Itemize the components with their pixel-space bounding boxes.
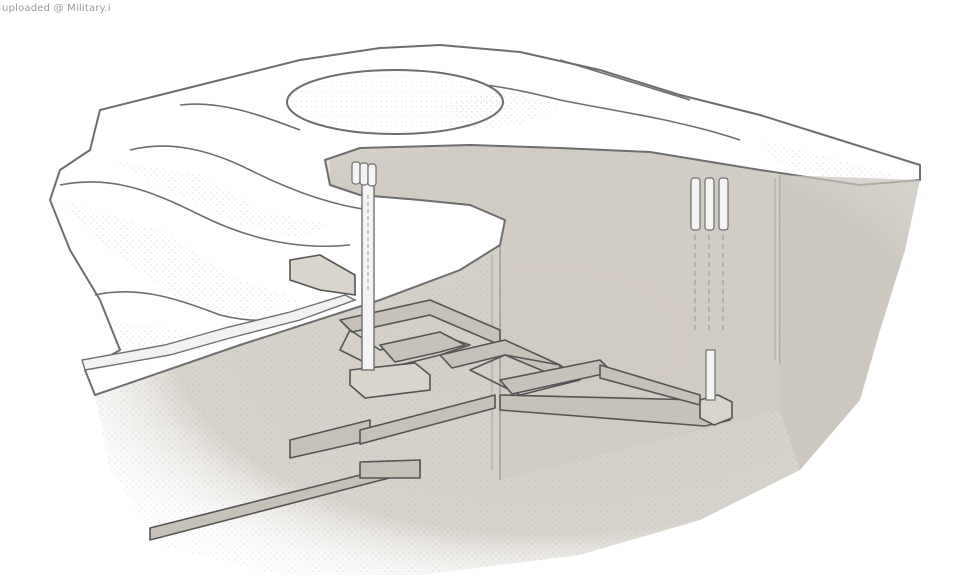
ventilation-pipes-icon bbox=[690, 177, 729, 401]
snow-shading bbox=[60, 90, 900, 360]
ground-shadow-right bbox=[780, 175, 920, 470]
access-road bbox=[81, 294, 357, 371]
air-intake-pipes-icon bbox=[351, 161, 377, 371]
watermark-text: uploaded @ Military.i bbox=[2, 3, 111, 14]
shaft-bases bbox=[289, 254, 733, 426]
tunnel-network bbox=[149, 299, 731, 541]
